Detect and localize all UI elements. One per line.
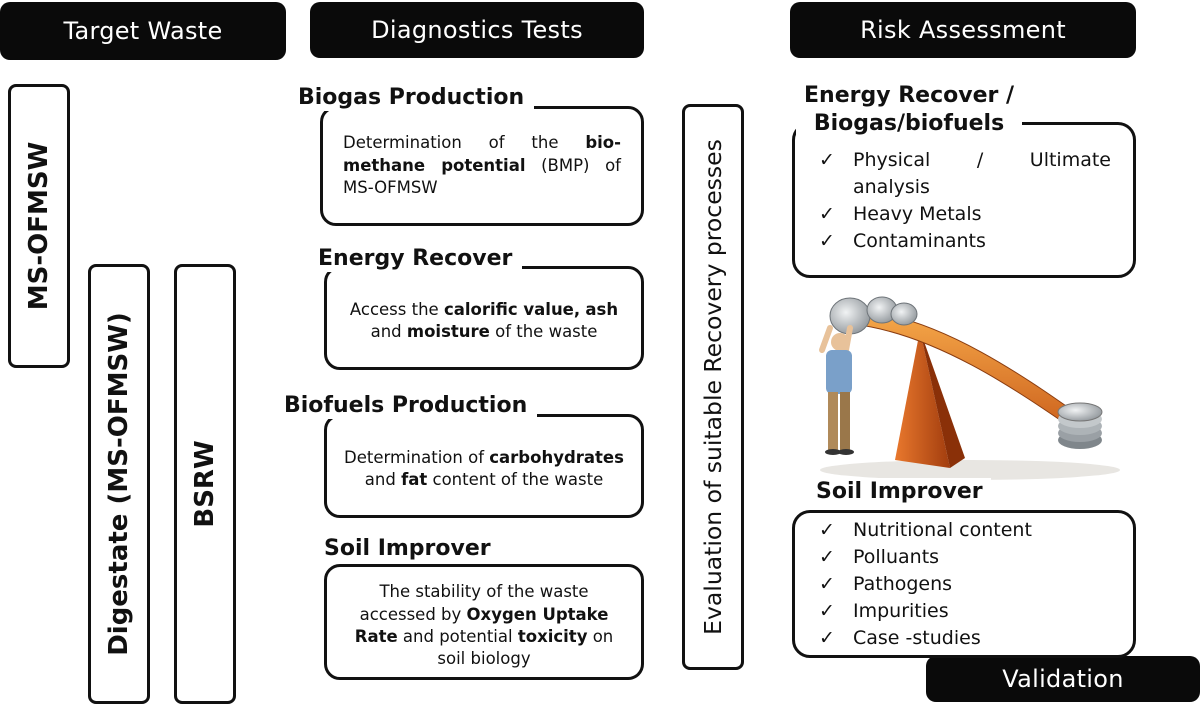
list-item-text: Case -studies [853,626,981,649]
list-item-text: Impurities [853,599,949,622]
bold-text: fat [401,470,428,489]
text: Determination of the [343,133,586,153]
list-item: ✓ Physical / Ultimate analysis [817,147,1111,201]
title-biogas-production: Biogas Production [288,85,535,112]
text: content of the waste [427,470,604,489]
list-item: ✓ Contaminants [817,228,1111,255]
evaluation-box: Evaluation of suitable Recovery processe… [682,104,744,670]
text: and potential [397,627,518,646]
card-energy-recover: Access the calorific value, ash and mois… [324,266,644,370]
target-bsrw-box: BSRW [174,264,236,704]
title-line: Biogas/biofuels [813,110,1005,136]
bold-text: Oxygen Uptake Rate [354,604,609,646]
header-diagnostics-tests: Diagnostics Tests [310,2,644,58]
pyramid-fulcrum [895,330,950,468]
text: of the waste [489,322,598,341]
title-energy-recover: Energy Recover [308,246,523,273]
header-validation-label: Validation [1002,665,1124,693]
text: on soil biology [437,627,614,669]
ground-shadow [820,460,1120,480]
header-risk-assessment: Risk Assessment [790,2,1136,58]
target-ms-ofmsw-box: MS-OFMSW [8,84,70,368]
text: (BMP) of MS-OFMSW [343,155,621,198]
bold-text: ash [585,299,619,319]
title-soil-improver: Soil Improver [314,536,501,563]
coin-stack-right [1057,402,1103,449]
card-energy-text: Access the calorific value, ash and mois… [343,293,625,344]
risk-energy-list: ✓ Physical / Ultimate analysis ✓ Heavy M… [817,147,1111,255]
bold-text: moisture [406,322,490,341]
person-figure [819,325,854,455]
list-item-text: Heavy Metals [853,202,982,225]
bold-text: toxicity [517,627,588,646]
target-ms-ofmsw-label: MS-OFMSW [24,141,54,311]
title-risk-energy: Energy Recover / Biogas/biofuels [796,82,1023,137]
check-icon: ✓ [819,545,835,568]
list-item-text: Contaminants [853,229,986,252]
bold-text: bio-methane potential [343,133,621,175]
check-icon: ✓ [819,572,835,595]
text: Determination of [344,447,490,467]
text: Access the [349,299,444,319]
header-diagnostics-tests-label: Diagnostics Tests [371,16,583,44]
list-item: ✓ Nutritional content [817,517,1111,544]
header-risk-assessment-label: Risk Assessment [860,16,1066,44]
target-bsrw-label: BSRW [190,440,220,528]
card-biogas-production: Determination of the bio-methane potenti… [320,106,644,226]
check-icon: ✓ [819,599,835,622]
risk-soil-list: ✓ Nutritional content ✓ Polluants ✓ Path… [817,517,1111,652]
list-item-text: Pathogens [853,572,953,595]
title-risk-soil: Soil Improver [808,478,991,506]
title-biofuels-production: Biofuels Production [274,393,538,420]
pyramid-side [920,330,965,468]
list-item: ✓ Case -studies [817,625,1111,652]
card-biofuels-text: Determination of carbohydrates and fat c… [343,441,625,492]
risk-soil-box: ✓ Nutritional content ✓ Polluants ✓ Path… [792,510,1136,658]
list-item: ✓ Polluants [817,544,1111,571]
list-item: ✓ Impurities [817,598,1111,625]
bold-text: calorific value, [443,299,581,319]
list-item: ✓ Pathogens [817,571,1111,598]
text: and [364,470,402,489]
card-biogas-text: Determination of the bio-methane potenti… [343,132,621,199]
check-icon: ✓ [819,626,835,649]
text: The stability of the waste accessed by [359,582,589,624]
card-soil-improver: The stability of the waste accessed by O… [324,564,644,680]
header-validation: Validation [926,656,1200,702]
target-digestate-box: Digestate (MS-OFMSW) [88,264,150,704]
check-icon: ✓ [819,149,835,171]
seesaw-illustration [819,296,1120,480]
coin-stack-left [829,296,918,335]
list-item-text: Physical / Ultimate analysis [853,149,1111,198]
text: and [370,322,407,341]
card-soil-text: The stability of the waste accessed by O… [343,573,625,671]
check-icon: ✓ [819,519,835,541]
check-icon: ✓ [819,229,835,252]
target-digestate-label: Digestate (MS-OFMSW) [104,312,134,656]
list-item-text: Nutritional content [853,519,1032,541]
evaluation-label: Evaluation of suitable Recovery processe… [699,139,727,635]
card-biofuels-production: Determination of carbohydrates and fat c… [324,414,644,518]
check-icon: ✓ [819,202,835,225]
header-target-waste: Target Waste [0,2,286,60]
bold-text: carbohydrates [489,447,624,467]
header-target-waste-label: Target Waste [63,17,223,45]
list-item-text: Polluants [853,545,940,568]
risk-energy-box: ✓ Physical / Ultimate analysis ✓ Heavy M… [792,122,1136,278]
list-item: ✓ Heavy Metals [817,201,1111,228]
title-line: Energy Recover / [804,83,1015,108]
